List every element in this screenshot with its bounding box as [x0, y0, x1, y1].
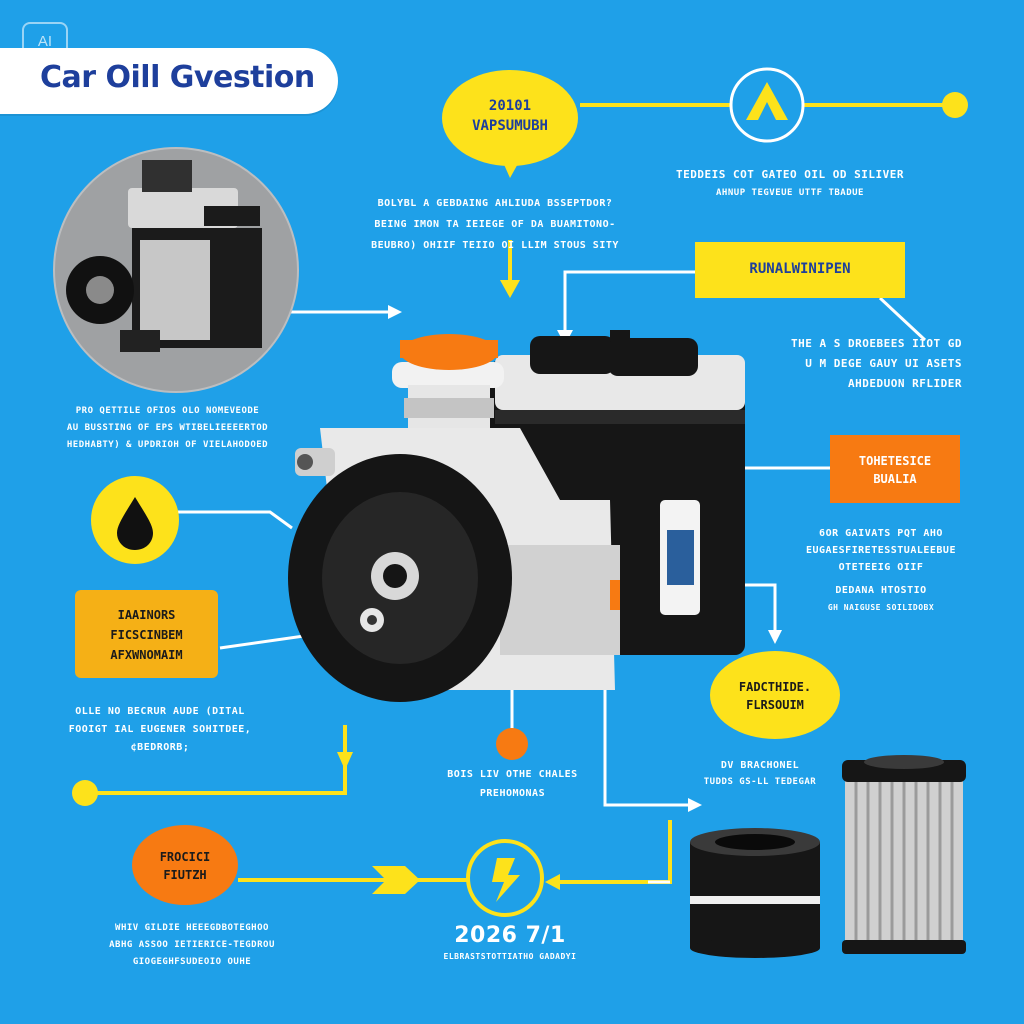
page-title: Car Oill Gvestion [40, 60, 315, 95]
caption-right-low-line1: DV BRACHONEL [720, 760, 800, 771]
lightning-icon [466, 839, 544, 917]
label-iaainors-line1: IAAINORS [117, 608, 176, 622]
label-tohet-line1: TOHETESICE [858, 454, 932, 468]
connector-dot-left [72, 780, 98, 806]
engine-pump [288, 330, 745, 702]
bubble-top-line2: VAPSUMUBH [472, 118, 548, 134]
bubble-top-tail [502, 160, 520, 178]
caption-right-mid-line3: OTETEEIG OIIF [838, 562, 924, 573]
caption-top-center: BOLYBL A GEBDAING AHLIUDA BSSEPTDOR? BEI… [345, 193, 645, 256]
caption-right-runal-line3: AHDEDUON RFLIDER [848, 377, 962, 390]
label-iaainors-line2: FICSCINBEM [110, 628, 183, 642]
bubble-mid-right-line1: FADCTHIDE. [738, 680, 812, 694]
caption-right-mid-line1: 6OR GAIVATS PQT AHO [819, 528, 943, 539]
arrow-left-yellow [545, 874, 560, 890]
caption-right-low-line2: TUDDS GS-LL TEDEGAR [703, 777, 817, 787]
bubble-bottom-left-line2: FIUTZH [163, 868, 207, 882]
caption-top-center-line2: BEING IMON TA IEIEGE OF DA BUAMITONO- [374, 219, 616, 230]
caption-bottom-left-line1: WHIV GILDIE HEEEGDBOTEGHOO [115, 923, 269, 933]
caption-left-mid-line1: PRO QETTILE OFIOS OLO NOMEVEODE [75, 406, 260, 416]
label-runal-box [695, 242, 905, 298]
caption-right-runal: THE A S DROEBEES IIOT GD U M DEGE GAUY U… [740, 334, 962, 394]
caption-right-mid-line2: EUGAESFIRETESSTUALEEBUE [806, 545, 956, 556]
arrow-filter [688, 798, 702, 812]
label-iaainors-line3: AFXWNOMAIM [110, 648, 183, 662]
caption-left-mid-line2: AU BUSSTING OF EPS WTIBELIEEEERTOD [66, 423, 269, 433]
oil-filter-short-icon [690, 828, 820, 958]
label-tohet-line2: BUALIA [873, 472, 917, 486]
caption-bottom-left: WHIV GILDIE HEEEGDBOTEGHOO ABHG ASSOO IE… [82, 920, 302, 971]
arrow-right-yellow [372, 866, 420, 894]
bubble-mid-right-text: FADCTHIDE. FLRSOUIM [710, 678, 840, 714]
caption-right-mid-line4: DEDANA HTOSTIO [835, 585, 927, 596]
caption-bottom-center-sub: ELBRASTSTOTTIATHO GADADYI [443, 952, 577, 961]
caption-right-mid-line5: GH NAIGUSE SOILIDOBX [827, 603, 935, 612]
connector-yellow-left [85, 725, 347, 795]
caption-top-center-line1: BOLYBL A GEBDAING AHLIUDA BSSEPTDOR? [377, 198, 613, 209]
bubble-top [442, 70, 578, 166]
connector-drop [178, 510, 293, 530]
caption-left-low-line3: ¢BEDRORB; [130, 742, 190, 753]
caption-top-center-line3: BEUBRO) OHIIF TEIIO OI LLIM STOUS SITY [371, 240, 619, 251]
caption-left-low: OLLE NO BECRUR AUDE (DITAL FOOIGT IAL EU… [40, 703, 280, 757]
arrow-up-yellow [337, 752, 353, 770]
caption-bottom-left-line2: ABHG ASSOO IETIERICE-TEGDROU [109, 940, 275, 950]
triangle-icon [729, 67, 805, 143]
caption-right-runal-line1: THE A S DROEBEES IIOT GD [791, 337, 962, 350]
arrow-right-loop [768, 630, 782, 644]
caption-top-right: TEDDEIS COT GATEO OIL OD SILIVER AHNUP T… [650, 166, 930, 202]
caption-top-right-line1: TEDDEIS COT GATEO OIL OD SILIVER [676, 168, 904, 181]
bubble-bottom-left [132, 825, 238, 905]
connector-bottom-right [560, 820, 672, 884]
arrow-pump-image [388, 305, 402, 319]
caption-left-low-line1: OLLE NO BECRUR AUDE (DITAL [75, 706, 245, 717]
oil-drop-icon [91, 476, 179, 564]
caption-center-low: BOIS LIV OTHE CHALES PREHOMONAS [420, 765, 605, 803]
bubble-bottom-left-text: FROCICI FIUTZH [132, 848, 238, 884]
caption-right-runal-line2: U M DEGE GAUY UI ASETS [805, 357, 962, 370]
connector-filter [603, 672, 690, 807]
oil-filter-tall-icon [842, 755, 966, 954]
caption-left-mid-line3: HEDHABTY) & UPDRIOH OF VIELAHODOED [66, 440, 269, 450]
label-iaainors-box [75, 590, 218, 678]
label-tohet-box [830, 435, 960, 503]
caption-left-mid: PRO QETTILE OFIOS OLO NOMEVEODE AU BUSST… [40, 403, 295, 454]
arrow-down-yellow [500, 280, 520, 298]
connector-runal-caption [878, 296, 927, 342]
caption-bottom-left-line3: GIOGEGHFSUDEOIO OUHE [132, 957, 252, 967]
title-pill: Car Oill Gvestion [0, 48, 338, 114]
label-tohet: TOHETESICE BUALIA [830, 452, 960, 488]
caption-top-right-line2: AHNUP TEGVEUE UTTF TBADUE [716, 188, 864, 198]
caption-left-low-line2: FOOIGT IAL EUGENER SOHITDEE, [68, 724, 252, 735]
bubble-top-line1: 20101 [488, 98, 532, 114]
connector-runal [563, 270, 695, 330]
pump-photo-icon [53, 147, 299, 393]
caption-bottom-center: 2026 7/1 ELBRASTSTOTTIATHO GADADYI [405, 922, 615, 964]
caption-right-low: DV BRACHONEL TUDDS GS-LL TEDEGAR [690, 757, 830, 791]
caption-center-low-line2: PREHOMONAS [479, 788, 546, 799]
orange-dot [496, 728, 528, 760]
bubble-bottom-left-line1: FROCICI [159, 850, 211, 864]
connector-dot-top-right [942, 92, 968, 118]
caption-center-low-line1: BOIS LIV OTHE CHALES [447, 769, 578, 780]
caption-right-mid: 6OR GAIVATS PQT AHO EUGAESFIRETESSTUALEE… [776, 525, 986, 616]
label-runal: RUNALWINIPEN [749, 261, 851, 277]
bubble-mid-right [710, 651, 840, 739]
bubble-top-text: 20101 VAPSUMUBH [448, 96, 572, 136]
label-iaainors: IAAINORS FICSCINBEM AFXWNOMAIM [75, 605, 218, 665]
caption-bottom-center-year: 2026 7/1 [454, 923, 566, 948]
bubble-mid-right-line2: FLRSOUIM [746, 698, 804, 712]
